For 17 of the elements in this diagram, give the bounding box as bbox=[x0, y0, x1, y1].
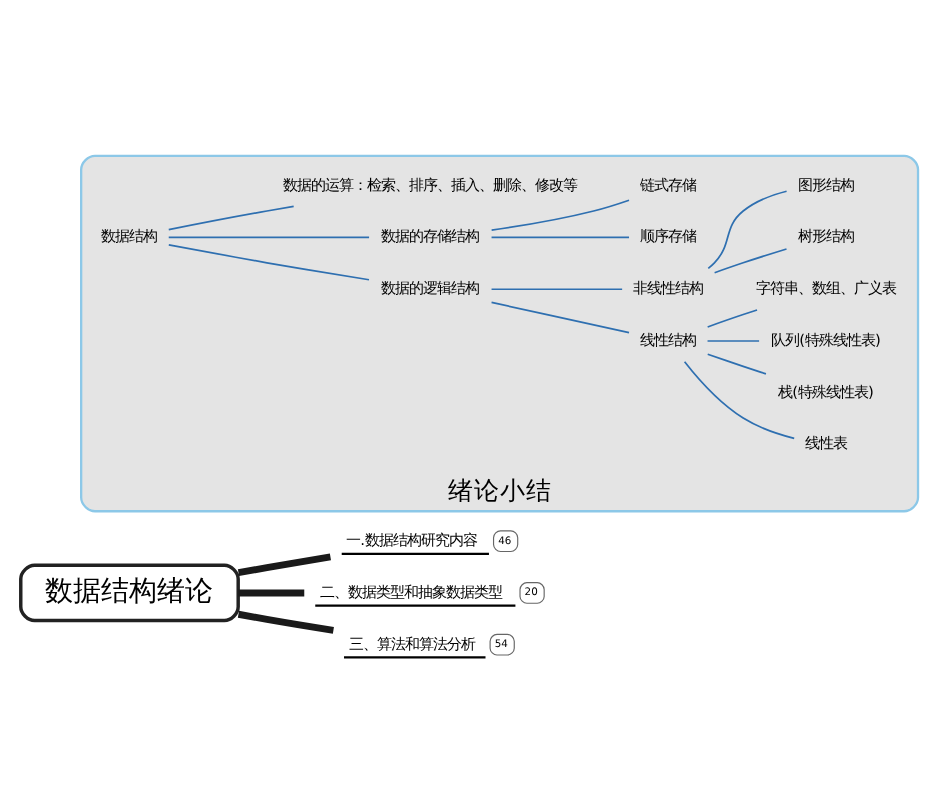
connector bbox=[490, 287, 623, 290]
connector bbox=[490, 300, 630, 333]
connector bbox=[238, 588, 305, 596]
connector bbox=[167, 204, 295, 230]
connector bbox=[713, 247, 788, 273]
connector bbox=[167, 235, 370, 238]
connector bbox=[707, 189, 788, 269]
connector bbox=[167, 242, 370, 280]
connector bbox=[490, 198, 630, 230]
connector bbox=[490, 235, 630, 238]
connector bbox=[237, 552, 331, 576]
connector bbox=[683, 359, 796, 439]
connector bbox=[706, 308, 758, 327]
node-box: 数据结构绪论 bbox=[19, 562, 240, 622]
connector bbox=[237, 609, 334, 633]
connector bbox=[706, 339, 760, 341]
connector bbox=[706, 352, 767, 374]
